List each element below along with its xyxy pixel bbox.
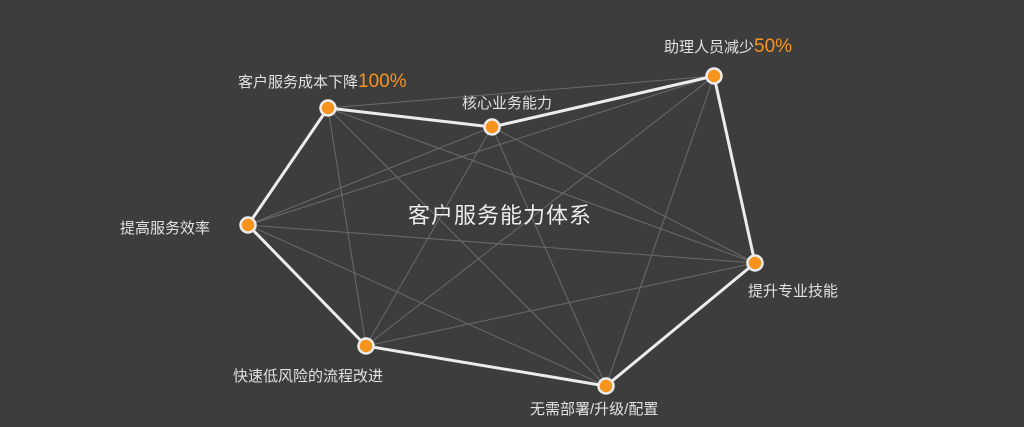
node-label-text: 客户服务成本下降 — [238, 74, 359, 91]
node-label-text: 无需部署/升级/配置 — [530, 401, 659, 418]
connection-line — [491, 126, 607, 387]
connection-line — [327, 107, 367, 347]
node-label-efficiency: 提高服务效率 — [120, 219, 210, 239]
node-highlight-value: 50% — [754, 36, 793, 57]
node-label-text: 提高服务效率 — [120, 220, 211, 237]
connection-line — [247, 75, 715, 226]
node-label-text: 提升专业技能 — [748, 283, 839, 300]
node-label-text: 助理人员减少 — [664, 39, 755, 56]
node-dot-process — [357, 337, 375, 355]
outer-ring — [246, 74, 757, 388]
diagram-title: 客户服务能力体系 — [408, 203, 593, 228]
connection-lines — [247, 75, 756, 387]
outer-edge — [246, 223, 368, 348]
outer-edge — [712, 74, 757, 265]
node-label-skill: 提升专业技能 — [748, 282, 838, 302]
connection-line — [247, 224, 607, 387]
outer-edge — [246, 106, 330, 227]
outer-edge — [490, 74, 716, 129]
connection-line — [327, 107, 756, 264]
node-label-text: 核心业务能力 — [462, 95, 553, 112]
node-label-cost: 客户服务成本下降100% — [238, 72, 407, 93]
connection-line — [365, 75, 715, 347]
connection-line — [327, 107, 607, 387]
outer-edge — [326, 106, 494, 129]
connection-line — [247, 224, 756, 264]
node-dots — [239, 67, 764, 395]
connection-line — [247, 126, 493, 226]
connection-line — [327, 75, 715, 109]
node-label-deploy: 无需部署/升级/配置 — [530, 400, 658, 420]
node-label-process: 快速低风险的流程改进 — [233, 367, 383, 387]
node-dot-skill — [746, 254, 764, 272]
connection-line — [365, 262, 756, 347]
node-label-staff: 助理人员减少50% — [664, 37, 792, 58]
node-highlight-value: 100% — [358, 71, 407, 92]
connection-line — [365, 126, 493, 347]
node-dot-core — [483, 118, 501, 136]
node-label-core: 核心业务能力 — [462, 94, 552, 114]
node-dot-deploy — [597, 377, 615, 395]
node-dot-cost — [319, 99, 337, 117]
node-dot-efficiency — [239, 216, 257, 234]
node-label-text: 快速低风险的流程改进 — [233, 368, 384, 385]
outer-edge — [364, 344, 608, 388]
node-dot-staff — [705, 67, 723, 85]
connection-line — [605, 75, 715, 387]
connection-line — [491, 126, 756, 264]
outer-edge — [604, 261, 757, 388]
